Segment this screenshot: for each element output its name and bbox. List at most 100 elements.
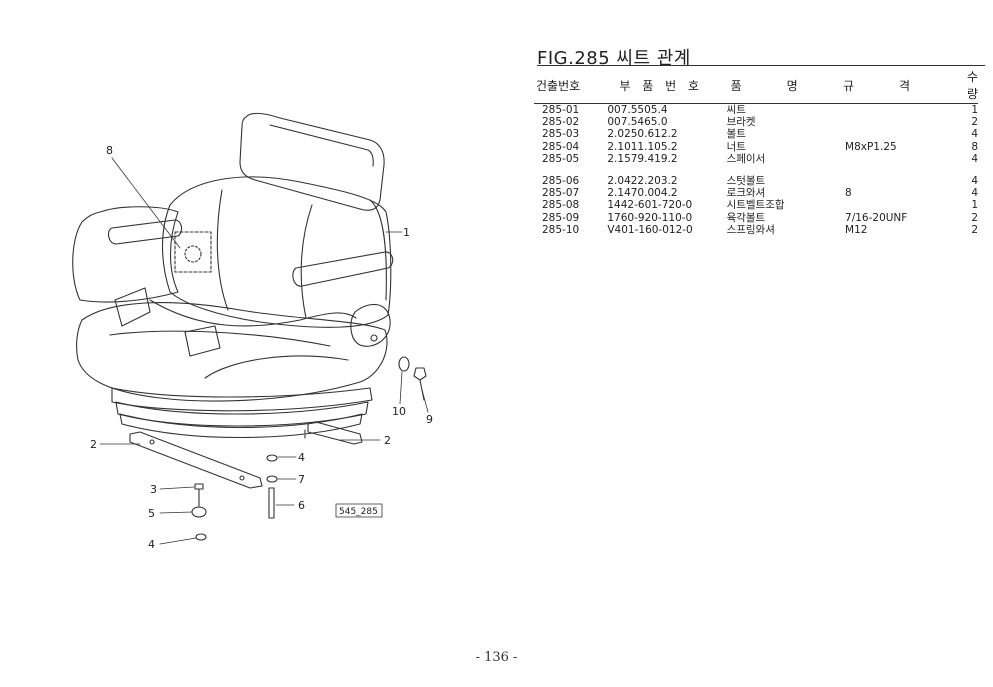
callout-2-left: 2 bbox=[90, 438, 97, 451]
ref-number-cell: 285-01 bbox=[542, 104, 580, 117]
part-number-cell: 007.5505.4 bbox=[607, 104, 668, 117]
suspension-upper bbox=[111, 387, 373, 412]
part-name-cell: 볼트 bbox=[726, 128, 746, 141]
belt-buckle-left bbox=[114, 287, 151, 327]
bracket-left bbox=[129, 431, 263, 489]
ref-number-cell: 285-10 bbox=[542, 223, 580, 236]
spec-cell bbox=[837, 128, 963, 140]
quantity-cell: 1 bbox=[971, 104, 978, 117]
header-spec-a: 규 bbox=[843, 78, 855, 93]
quantity-cell: 4 bbox=[971, 128, 978, 141]
part-name-cell: 로크와셔 bbox=[726, 187, 766, 200]
spec-cell bbox=[837, 199, 963, 211]
group-spacer bbox=[534, 165, 978, 175]
hex-bolt-9 bbox=[413, 367, 427, 401]
quantity-cell: 4 bbox=[971, 175, 978, 188]
callout-5: 5 bbox=[148, 507, 155, 520]
header-ref-no: 건출번호 bbox=[534, 67, 600, 104]
spec-cell: M8xP1.25 bbox=[845, 140, 897, 153]
header-spec-b: 격 bbox=[899, 78, 911, 93]
ref-number-cell: 285-04 bbox=[542, 140, 580, 153]
ref-code-box bbox=[335, 503, 383, 518]
bracket-hole bbox=[239, 475, 245, 481]
part-name-cell: 너트 bbox=[726, 140, 746, 153]
backrest-seam-right bbox=[300, 204, 313, 319]
part-number-cell: 2.0250.612.2 bbox=[607, 128, 678, 141]
part-name-cell: 스페이서 bbox=[726, 152, 766, 165]
quantity-cell: 2 bbox=[971, 223, 978, 236]
spec-cell bbox=[837, 104, 963, 117]
callout-2-right: 2 bbox=[384, 434, 391, 447]
suspension-bellows bbox=[115, 401, 369, 427]
callout-8: 8 bbox=[106, 144, 113, 157]
ref-number-cell: 285-05 bbox=[542, 152, 580, 165]
headrest-outline bbox=[239, 112, 385, 211]
table-row: 285-04 2.1011.105.2 너트 M8xP1.25 8 bbox=[534, 141, 978, 153]
right-armrest bbox=[292, 251, 394, 287]
page-number: - 136 - bbox=[475, 650, 518, 665]
belt-buckle-center bbox=[184, 325, 221, 357]
backrest-side bbox=[369, 199, 387, 301]
quantity-cell: 2 bbox=[971, 116, 978, 129]
part-number-cell: 2.1011.105.2 bbox=[607, 140, 678, 153]
callout-7: 7 bbox=[298, 473, 305, 486]
belt-buckle-right bbox=[350, 303, 391, 347]
quantity-cell: 1 bbox=[971, 199, 978, 212]
seat-drawing: 8 1 2 2 10 9 4 7 3 5 6 4 545_285 bbox=[72, 112, 433, 551]
left-armrest bbox=[107, 219, 183, 245]
part-number-cell: 2.1579.419.2 bbox=[607, 152, 678, 165]
exploded-view-figure: 8 1 2 2 10 9 4 7 3 5 6 4 545_285 bbox=[0, 0, 520, 600]
leader-lines bbox=[99, 157, 429, 545]
spec-cell: M12 bbox=[845, 223, 868, 236]
ref-number-cell: 285-08 bbox=[542, 199, 580, 212]
quantity-cell: 2 bbox=[971, 211, 978, 224]
part-name-cell: 브라켓 bbox=[726, 116, 756, 129]
bracket-right bbox=[307, 421, 363, 445]
spec-cell: 8 bbox=[845, 187, 852, 200]
belt-strap bbox=[149, 299, 357, 327]
callout-4: 4 bbox=[298, 451, 305, 464]
nut-4 bbox=[266, 454, 278, 462]
ref-number-cell: 285-02 bbox=[542, 116, 580, 129]
hidden-belt-retractor bbox=[174, 231, 212, 273]
header-part-number: 부 품 번 호 bbox=[599, 67, 719, 104]
figure-title: FIG.285 씨트 관계 bbox=[537, 48, 691, 69]
callout-9: 9 bbox=[426, 413, 433, 426]
quantity-cell: 8 bbox=[971, 140, 978, 153]
suspension-lower bbox=[119, 413, 363, 439]
part-number-cell: 2.0422.203.2 bbox=[607, 175, 678, 188]
part-name-cell: 스프링와셔 bbox=[726, 223, 775, 236]
quantity-cell: 4 bbox=[971, 152, 978, 165]
quantity-cell: 4 bbox=[971, 187, 978, 200]
seat-front-roll bbox=[204, 355, 349, 379]
part-name-cell: 씨트 bbox=[726, 104, 746, 117]
title-divider bbox=[537, 65, 985, 66]
stud-bolt-6 bbox=[268, 487, 275, 519]
hidden-belt-reel bbox=[184, 245, 202, 263]
lock-washer-7 bbox=[266, 475, 278, 483]
part-number-cell: 1760-920-110-0 bbox=[607, 211, 693, 224]
part-number-cell: V401-160-012-0 bbox=[607, 223, 693, 236]
header-name-a: 품 bbox=[730, 78, 742, 93]
callout-10: 10 bbox=[392, 405, 406, 418]
part-name-cell: 시트벨트조합 bbox=[726, 199, 785, 212]
callout-3: 3 bbox=[150, 483, 157, 496]
callout-4-lower: 4 bbox=[148, 538, 155, 551]
callout-6: 6 bbox=[298, 499, 305, 512]
table-row: 285-10 V401-160-012-0 스프링와셔 M12 2 bbox=[534, 224, 978, 236]
spec-cell bbox=[837, 153, 963, 165]
belt-anchor-bolt bbox=[370, 334, 378, 342]
header-name-b: 명 bbox=[786, 78, 798, 93]
ref-number-cell: 285-06 bbox=[542, 175, 580, 188]
backrest-seam-left bbox=[216, 189, 229, 311]
spring-washer-10 bbox=[398, 356, 410, 372]
ref-code: 545_285 bbox=[339, 507, 378, 517]
